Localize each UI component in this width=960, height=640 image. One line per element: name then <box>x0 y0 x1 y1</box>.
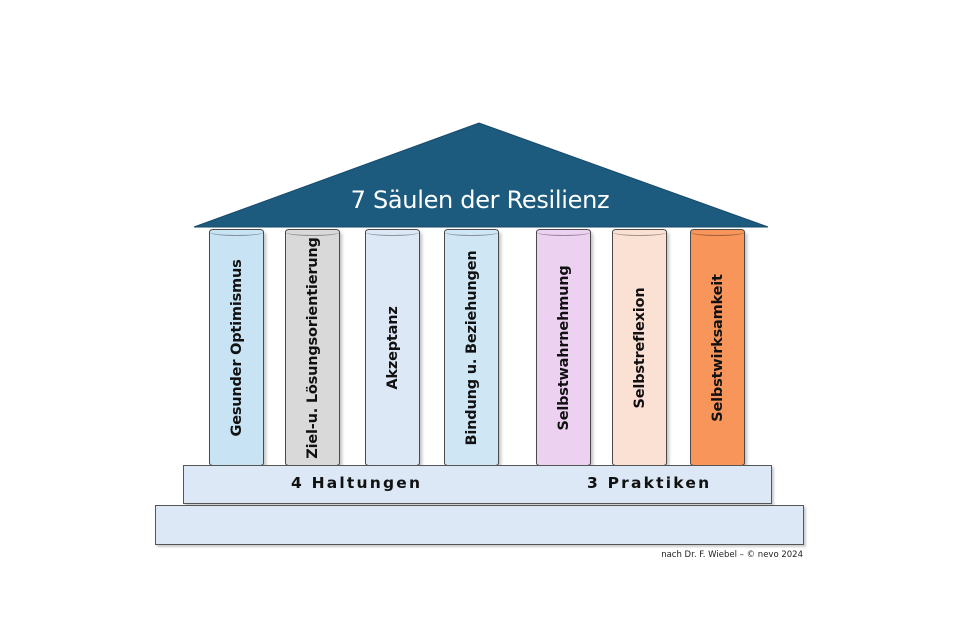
pillar-label: Ziel-u. Lösungsorientierung <box>304 236 321 459</box>
pillar-label: Selbstreflexion <box>631 287 648 408</box>
base-label-haltungen: 4 Haltungen <box>291 474 423 492</box>
base-label-praktiken: 3 Praktiken <box>587 474 712 492</box>
pillar-label: Selbstwirksamkeit <box>709 273 726 422</box>
base-step-upper <box>183 465 772 504</box>
diagram-title: 7 Säulen der Resilienz <box>350 186 610 214</box>
pillar-selbstreflexion: Selbstreflexion <box>612 229 667 466</box>
pillar-label: Bindung u. Beziehungen <box>463 250 480 445</box>
pillar-selbstwirksamkeit: Selbstwirksamkeit <box>690 229 745 466</box>
pillar-label: Selbstwahrnehmung <box>555 264 572 431</box>
pillar-bindung-beziehungen: Bindung u. Beziehungen <box>444 229 499 466</box>
pillar-gesunder-optimismus: Gesunder Optimismus <box>209 229 264 466</box>
pillar-ziel-loesungsorientierung: Ziel-u. Lösungsorientierung <box>285 229 340 466</box>
pillar-label: Akzeptanz <box>384 305 401 390</box>
pillar-label: Gesunder Optimismus <box>228 258 245 437</box>
pillar-selbstwahrnehmung: Selbstwahrnehmung <box>536 229 591 466</box>
credit-text: nach Dr. F. Wiebel – © nevo 2024 <box>661 550 803 560</box>
pillar-akzeptanz: Akzeptanz <box>365 229 420 466</box>
base-step-lower <box>155 505 804 545</box>
